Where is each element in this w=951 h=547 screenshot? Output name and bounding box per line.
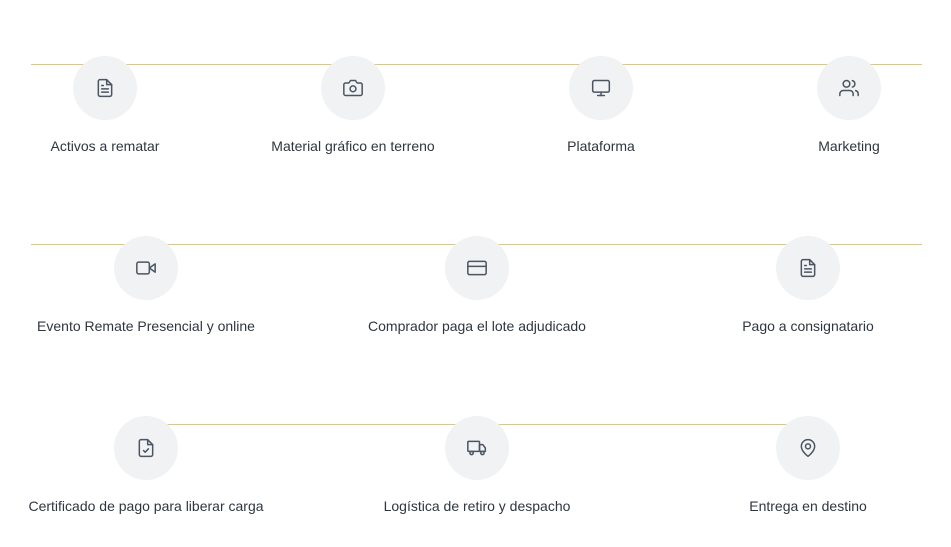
monitor-icon xyxy=(591,79,611,97)
document-icon xyxy=(800,258,816,278)
step-label: Plataforma xyxy=(567,138,635,154)
camera-icon xyxy=(343,79,363,97)
step-label: Certificado de pago para liberar carga xyxy=(28,498,264,514)
step-icon-circle xyxy=(114,416,178,480)
step-icon-circle xyxy=(445,236,509,300)
step-icon-circle xyxy=(445,416,509,480)
document-icon xyxy=(97,78,113,98)
step-icon-circle xyxy=(776,416,840,480)
step-label: Logística de retiro y despacho xyxy=(383,498,571,514)
step-label: Pago a consignatario xyxy=(742,318,874,334)
video-icon xyxy=(136,261,156,275)
users-icon xyxy=(839,79,859,97)
step-label: Material gráfico en terreno xyxy=(271,138,435,154)
step-icon-circle xyxy=(321,56,385,120)
step-label: Activos a rematar xyxy=(50,138,160,154)
step-icon-circle xyxy=(776,236,840,300)
step-icon-circle xyxy=(73,56,137,120)
step-icon-circle xyxy=(114,236,178,300)
step-label: Comprador paga el lote adjudicado xyxy=(368,318,586,334)
credit-card-icon xyxy=(467,260,487,276)
truck-icon xyxy=(467,440,487,456)
map-pin-icon xyxy=(800,438,816,458)
step-label: Evento Remate Presencial y online xyxy=(37,318,255,334)
step-icon-circle xyxy=(817,56,881,120)
connector-line xyxy=(31,64,922,65)
file-check-icon xyxy=(138,438,154,458)
step-label: Entrega en destino xyxy=(749,498,867,514)
step-icon-circle xyxy=(569,56,633,120)
step-label: Marketing xyxy=(818,138,880,154)
